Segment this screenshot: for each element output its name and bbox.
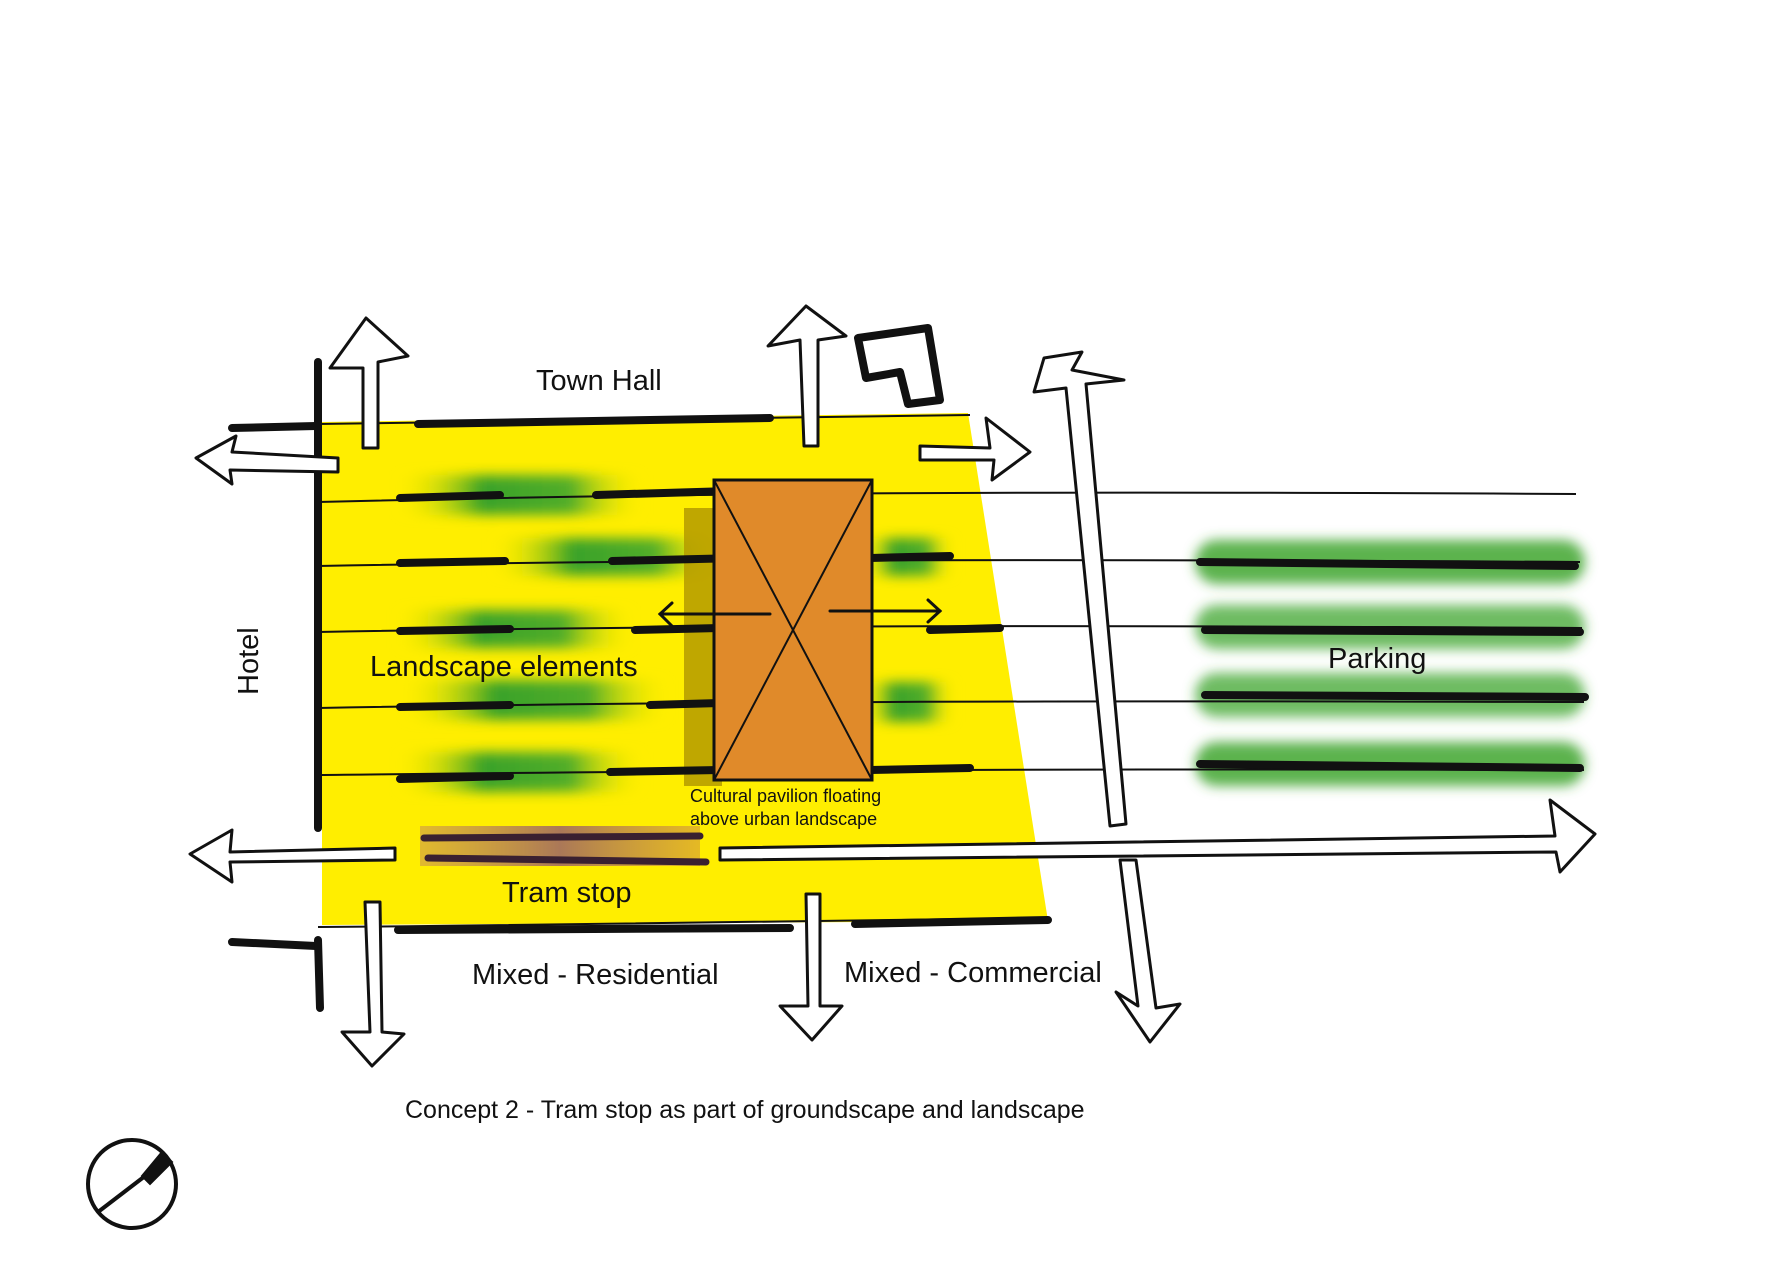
label-pavilion-line1: Cultural pavilion floating xyxy=(690,786,881,806)
town-hall-building-icon xyxy=(854,324,944,408)
arrow-right-top-icon xyxy=(918,416,1032,482)
arrow-down-left-icon xyxy=(340,900,406,1068)
arrow-diagonal-down-icon xyxy=(1114,858,1182,1044)
caption: Concept 2 - Tram stop as part of grounds… xyxy=(405,1096,1085,1124)
arrow-down-middle-icon xyxy=(778,892,844,1042)
site-strokes xyxy=(228,358,1052,1012)
label-mixed-residential: Mixed - Residential xyxy=(472,959,719,991)
arrow-right-long-icon xyxy=(718,798,1597,874)
label-hotel: Hotel xyxy=(233,627,265,695)
tram-tracks xyxy=(420,832,710,866)
pavilion-arrows xyxy=(657,598,943,628)
arrow-left-bottom-icon xyxy=(188,828,397,884)
arrow-left-top-icon xyxy=(194,434,340,486)
circulation-arrows xyxy=(188,304,1597,1068)
parking-lines xyxy=(1196,558,1589,772)
arrow-diagonal-up-icon xyxy=(1032,350,1128,828)
label-town-hall: Town Hall xyxy=(536,365,662,397)
label-parking: Parking xyxy=(1328,643,1426,675)
arrow-up-middle-icon xyxy=(766,304,848,448)
arrow-up-left-icon xyxy=(328,316,410,450)
label-mixed-commercial: Mixed - Commercial xyxy=(844,957,1102,989)
label-landscape-elements: Landscape elements xyxy=(370,651,638,683)
cultural-pavilion xyxy=(712,478,874,782)
north-arrow-icon xyxy=(86,1138,178,1230)
label-pavilion-line2: above urban landscape xyxy=(690,809,877,829)
label-tram-stop: Tram stop xyxy=(502,877,631,909)
